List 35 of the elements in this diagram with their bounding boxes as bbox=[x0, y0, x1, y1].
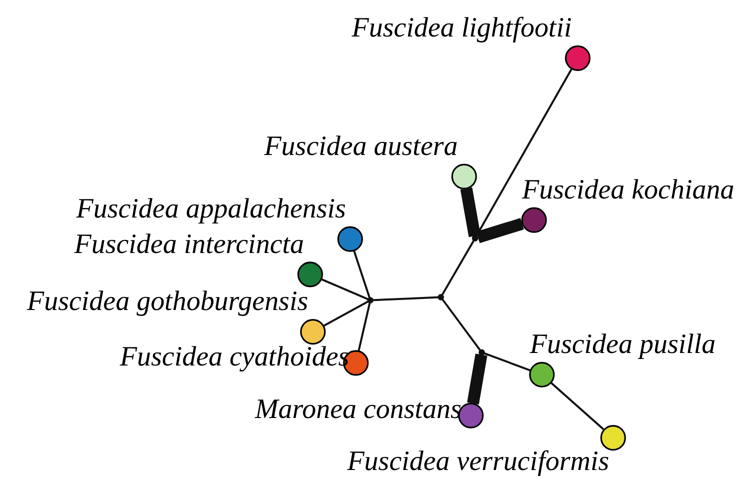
connector bbox=[460, 187, 481, 238]
node-label: Fuscidea gothoburgensis bbox=[26, 286, 308, 318]
node-circle bbox=[564, 45, 591, 71]
connector bbox=[484, 352, 531, 372]
node-label: Fuscidea intercincta bbox=[74, 228, 304, 260]
node-point bbox=[478, 349, 485, 356]
node-circle bbox=[300, 318, 326, 345]
node-circle bbox=[600, 425, 626, 451]
node-label: Fuscidea pusilla bbox=[530, 329, 716, 360]
node-label: Fuscidea cyathoides bbox=[120, 341, 350, 372]
connector bbox=[441, 240, 475, 296]
node-circle bbox=[337, 226, 363, 252]
node-point bbox=[438, 294, 444, 300]
connector bbox=[475, 68, 573, 237]
node-label: Fuscidea verruciformis bbox=[347, 446, 610, 478]
connector bbox=[353, 250, 371, 298]
node-label: Fuscidea kochiana bbox=[522, 174, 734, 206]
node-point bbox=[367, 297, 374, 304]
connector bbox=[476, 218, 524, 244]
node-point bbox=[472, 235, 478, 242]
node-label: Fuscidea appalachensis bbox=[76, 193, 346, 224]
connector bbox=[373, 296, 439, 302]
node-circle bbox=[521, 207, 547, 233]
node-circle bbox=[297, 262, 323, 288]
connector bbox=[467, 354, 488, 404]
node-circle bbox=[451, 164, 477, 190]
connector bbox=[358, 302, 371, 352]
connector bbox=[322, 300, 369, 327]
connector bbox=[550, 382, 604, 430]
connector bbox=[320, 278, 369, 300]
node-label: Fuscidea austera bbox=[264, 130, 458, 162]
node-circle bbox=[529, 362, 555, 388]
connector bbox=[442, 298, 482, 352]
node-label: Maronea constans bbox=[254, 394, 462, 425]
node-label: Fuscidea lightfootii bbox=[352, 12, 572, 44]
